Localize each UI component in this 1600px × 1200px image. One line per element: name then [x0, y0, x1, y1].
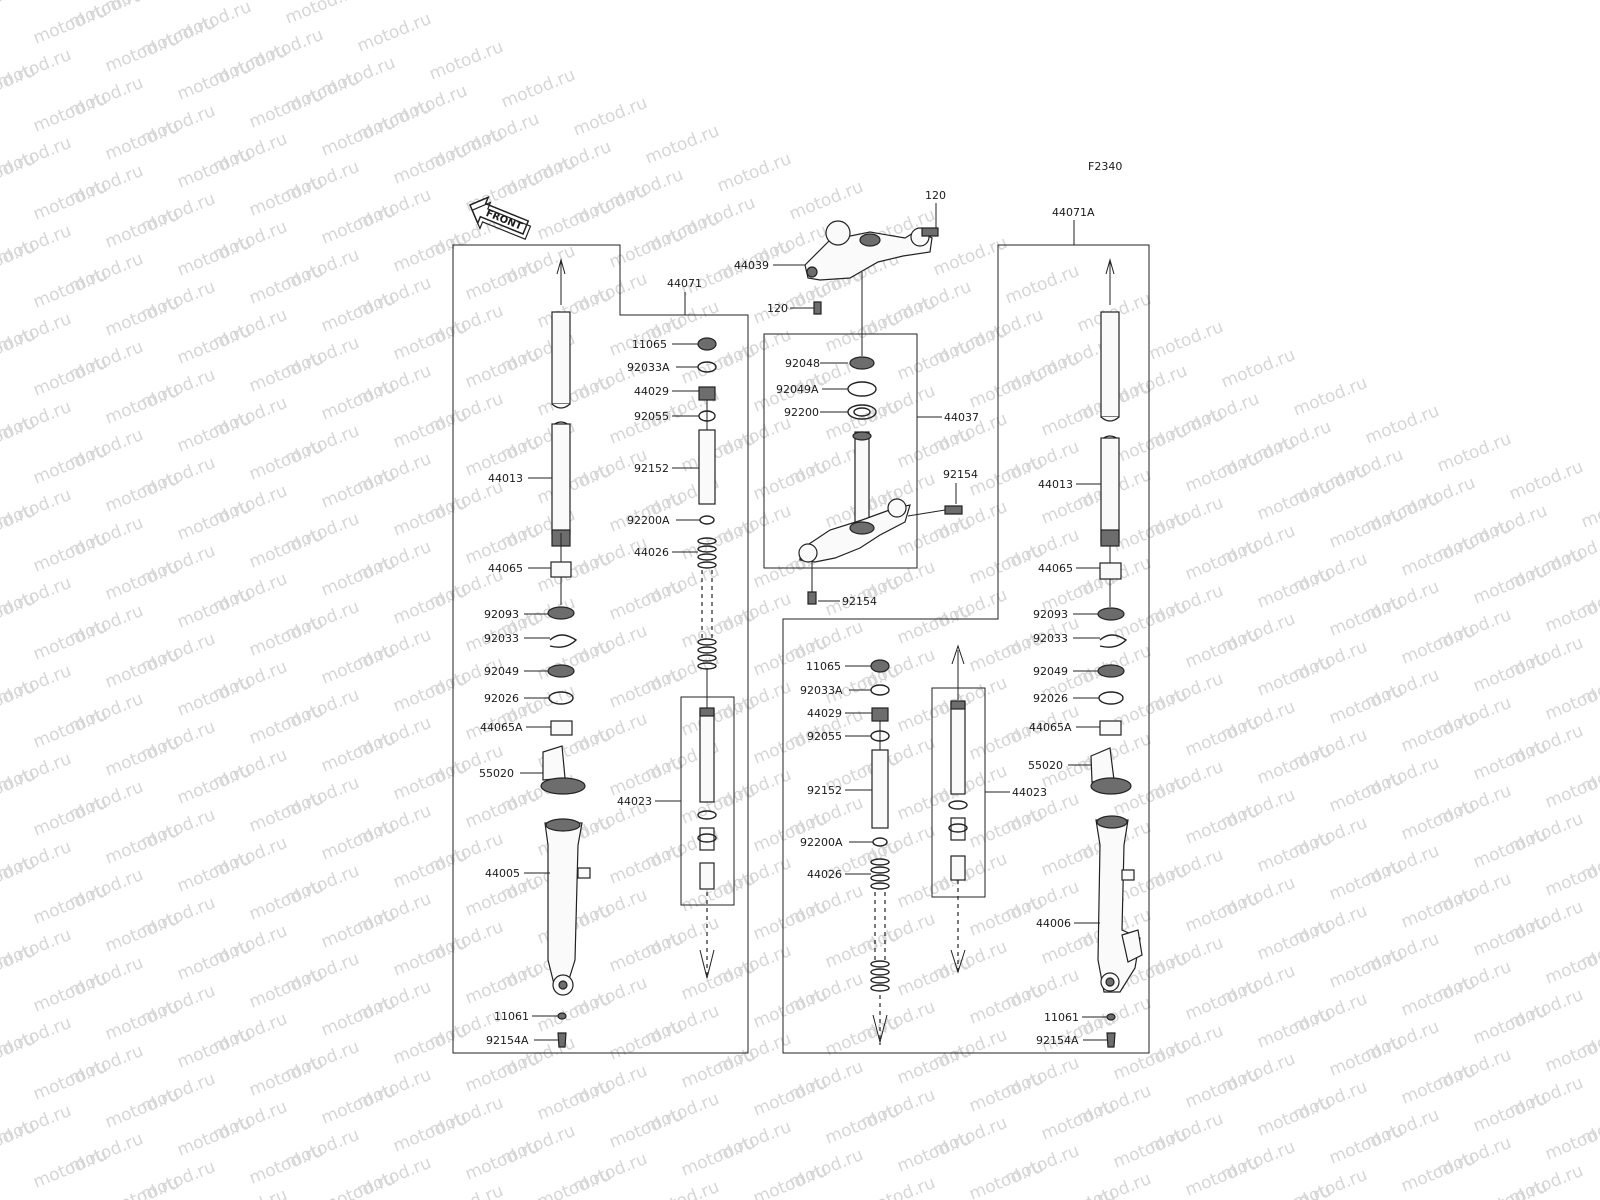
stem-assembly-frame — [763, 333, 918, 569]
left-fork-tube — [551, 258, 571, 547]
label-right-92093: 92093 — [1033, 608, 1068, 621]
label-left-92154a: 92154A — [486, 1034, 529, 1047]
lower-bolt — [813, 301, 822, 315]
label-left-11065: 11065 — [632, 338, 667, 351]
front-arrow-icon: FRONT — [469, 195, 532, 240]
label-right-11061: 11061 — [1044, 1011, 1079, 1024]
left-dust-seal — [547, 664, 575, 678]
stem-bearing-parts — [847, 356, 877, 420]
steering-stem — [798, 431, 911, 563]
label-right-92200a: 92200A — [800, 836, 843, 849]
label-left-assembly: 44071 — [667, 277, 702, 290]
label-stem-92049a: 92049A — [776, 383, 819, 396]
label-right-assembly: 44071A — [1052, 206, 1095, 219]
label-right-11065: 11065 — [806, 660, 841, 673]
left-outer-tube — [544, 818, 591, 996]
label-left-55020: 55020 — [479, 767, 514, 780]
label-left-92049: 92049 — [484, 665, 519, 678]
left-bushing-a — [550, 720, 573, 736]
right-inner-parts — [870, 659, 890, 1045]
label-right-92152: 92152 — [807, 784, 842, 797]
label-right-44065a: 44065A — [1029, 721, 1072, 734]
label-stem-44039: 44039 — [734, 259, 769, 272]
label-stem-120-bottom: 120 — [767, 302, 788, 315]
upper-bracket — [804, 220, 933, 281]
label-stem-92154-side: 92154 — [943, 468, 978, 481]
label-right-92026: 92026 — [1033, 692, 1068, 705]
label-stem-92048: 92048 — [785, 357, 820, 370]
left-allen-bolt — [557, 1032, 567, 1048]
label-right-92049: 92049 — [1033, 665, 1068, 678]
stem-bottom-bolt — [807, 591, 817, 605]
left-gasket — [557, 1012, 567, 1020]
label-stem-92154-bottom: 92154 — [842, 595, 877, 608]
right-washer — [1098, 691, 1124, 705]
label-right-44006: 44006 — [1036, 917, 1071, 930]
top-bolt — [921, 227, 939, 237]
label-left-92055: 92055 — [634, 410, 669, 423]
right-dust-seal — [1097, 664, 1125, 678]
label-left-11061: 11061 — [494, 1010, 529, 1023]
left-assembly-frame — [452, 244, 749, 1054]
left-washer — [548, 691, 574, 705]
left-bushing — [550, 561, 572, 578]
label-right-92033: 92033 — [1033, 632, 1068, 645]
right-fork-guard — [1090, 747, 1115, 783]
label-left-44005: 44005 — [485, 867, 520, 880]
label-left-92200a: 92200A — [627, 514, 670, 527]
label-left-92033: 92033 — [484, 632, 519, 645]
label-left-44029: 44029 — [634, 385, 669, 398]
label-right-55020: 55020 — [1028, 759, 1063, 772]
left-oil-seal — [547, 606, 575, 620]
stem-side-bolt — [944, 505, 963, 515]
label-right-92055: 92055 — [807, 730, 842, 743]
left-inner-parts — [697, 337, 717, 979]
label-left-44065: 44065 — [488, 562, 523, 575]
right-bushing-a — [1099, 720, 1122, 736]
right-allen-bolt — [1106, 1032, 1116, 1048]
label-right-44065: 44065 — [1038, 562, 1073, 575]
label-stem-assembly: 44037 — [944, 411, 979, 424]
right-outer-tube — [1095, 815, 1143, 993]
label-left-44026: 44026 — [634, 546, 669, 559]
label-right-44029: 44029 — [807, 707, 842, 720]
label-left-92033a: 92033A — [627, 361, 670, 374]
right-oil-seal — [1097, 607, 1125, 621]
label-right-44023: 44023 — [1012, 786, 1047, 799]
right-assembly-frame — [782, 244, 1150, 1054]
label-left-92152: 92152 — [634, 462, 669, 475]
label-left-44013: 44013 — [488, 472, 523, 485]
label-left-44023: 44023 — [617, 795, 652, 808]
label-right-92033a: 92033A — [800, 684, 843, 697]
right-circlip — [1099, 634, 1128, 648]
label-right-44013: 44013 — [1038, 478, 1073, 491]
label-left-44065a: 44065A — [480, 721, 523, 734]
label-stem-120-top: 120 — [925, 189, 946, 202]
right-bushing — [1099, 562, 1122, 580]
label-left-92026: 92026 — [484, 692, 519, 705]
label-right-44026: 44026 — [807, 868, 842, 881]
left-fork-guard — [542, 745, 566, 781]
label-right-92154a: 92154A — [1036, 1034, 1079, 1047]
right-gasket — [1106, 1013, 1116, 1021]
label-left-92093: 92093 — [484, 608, 519, 621]
figure-code: F2340 — [1088, 160, 1122, 173]
right-fork-tube — [1100, 258, 1120, 547]
label-stem-92200: 92200 — [784, 406, 819, 419]
right-cartridge-parts — [948, 644, 968, 975]
left-circlip — [549, 634, 578, 648]
